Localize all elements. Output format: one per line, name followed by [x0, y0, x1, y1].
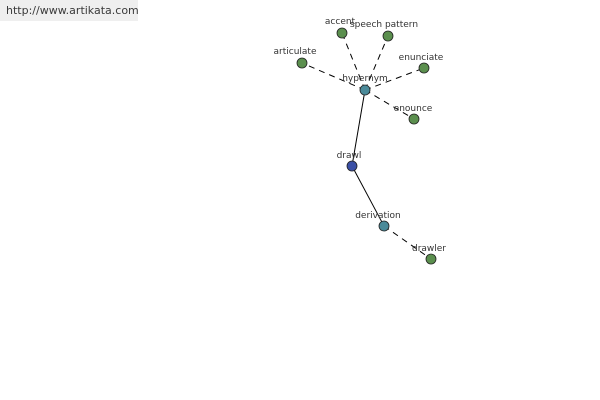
- node-circle-enunciate[interactable]: [418, 62, 430, 74]
- node-hypernym[interactable]: hypernym: [342, 74, 388, 96]
- node-circle-articulate[interactable]: [296, 57, 308, 69]
- node-circle-hypernym[interactable]: [359, 84, 371, 96]
- node-articulate[interactable]: articulate: [274, 47, 317, 69]
- edge-hypernym-enounce: [364, 89, 415, 120]
- node-drawler[interactable]: drawler: [412, 244, 446, 265]
- node-enounce[interactable]: enounce: [394, 104, 433, 125]
- node-label-accent[interactable]: accent: [325, 17, 356, 27]
- node-label-derivation[interactable]: derivation: [355, 211, 401, 221]
- node-circle-enounce[interactable]: [408, 113, 420, 125]
- node-accent[interactable]: accent: [325, 17, 356, 39]
- node-label-enunciate[interactable]: enunciate: [399, 53, 444, 63]
- node-label-hypernym[interactable]: hypernym: [342, 74, 388, 84]
- node-label-drawler[interactable]: drawler: [412, 244, 446, 254]
- edges-layer: [301, 32, 432, 260]
- node-circle-accent[interactable]: [336, 27, 348, 39]
- edge-hypernym-speech-pattern: [364, 35, 389, 91]
- node-circle-speech-pattern[interactable]: [382, 30, 394, 42]
- edge-drawl-hypernym: [351, 89, 366, 167]
- node-drawl[interactable]: drawl: [337, 151, 362, 172]
- node-speech-pattern[interactable]: speech pattern: [350, 20, 418, 42]
- edge-derivation-drawler: [383, 225, 432, 260]
- node-derivation[interactable]: derivation: [355, 211, 401, 232]
- node-label-speech-pattern[interactable]: speech pattern: [350, 20, 418, 30]
- node-label-drawl[interactable]: drawl: [337, 151, 362, 161]
- node-circle-drawler[interactable]: [425, 253, 437, 265]
- node-circle-derivation[interactable]: [378, 220, 390, 232]
- node-enunciate[interactable]: enunciate: [399, 53, 444, 74]
- edge-hypernym-articulate: [301, 62, 366, 91]
- node-label-enounce[interactable]: enounce: [394, 104, 433, 114]
- node-label-articulate[interactable]: articulate: [274, 47, 317, 57]
- url-banner[interactable]: http://www.artikata.com: [0, 0, 139, 21]
- node-circle-drawl[interactable]: [346, 160, 358, 172]
- edge-drawl-derivation: [351, 165, 385, 227]
